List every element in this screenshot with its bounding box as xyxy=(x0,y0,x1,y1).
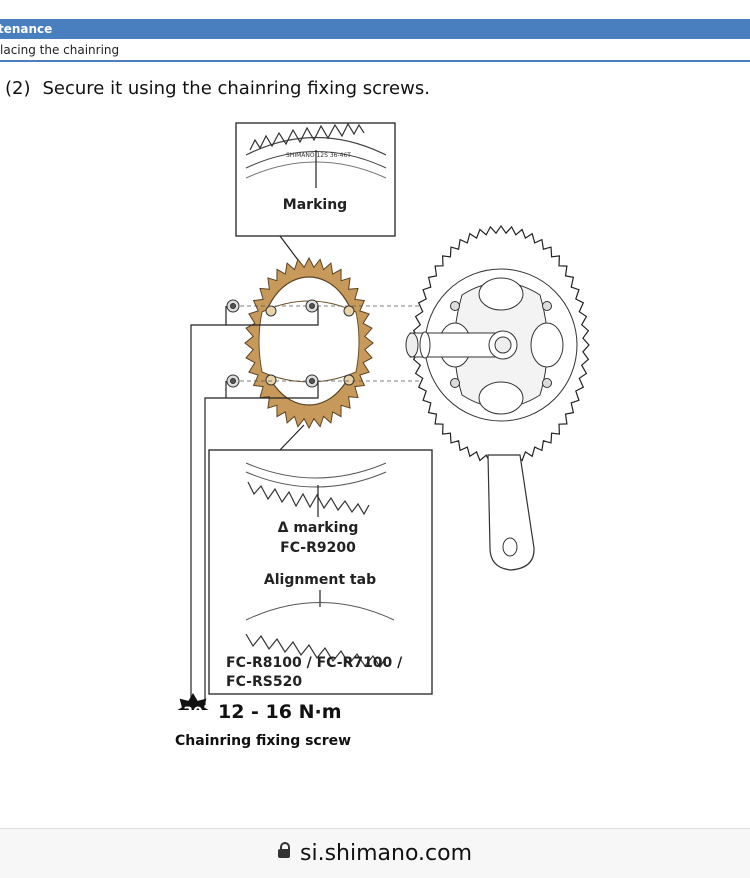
torque-value: 12 - 16 N·m xyxy=(218,701,342,723)
models-line-2: FC-RS520 xyxy=(226,674,302,690)
section-title: tenance xyxy=(0,22,53,36)
alignment-callout: Δ marking FC-R9200 Alignment tab FC-R810… xyxy=(208,424,433,695)
models-line-1: FC-R8100 / FC-R7100 / xyxy=(226,655,403,671)
alignment-tab-label: Alignment tab xyxy=(264,572,376,588)
leader-lines xyxy=(190,306,319,705)
crankset xyxy=(405,224,590,571)
lock-icon xyxy=(278,842,290,858)
marking-label: Marking xyxy=(283,197,347,213)
step-instruction: (2) Secure it using the chainring fixing … xyxy=(5,78,430,99)
chainring-diagram: SHIMANO 12S 36-46T Marking xyxy=(177,122,590,710)
svg-text:SHIMANO 12S 36-46T: SHIMANO 12S 36-46T xyxy=(286,152,351,159)
torque-badge: 30 xyxy=(177,693,209,710)
document-page: tenance lacing the chainring (2) Secure i… xyxy=(0,19,750,749)
subsection-title: lacing the chainring xyxy=(0,43,120,57)
header-divider xyxy=(0,60,750,62)
url-text[interactable]: si.shimano.com xyxy=(300,841,472,866)
address-bar[interactable]: si.shimano.com xyxy=(0,841,750,866)
marking-callout: SHIMANO 12S 36-46T Marking xyxy=(235,122,396,269)
delta-model-label: FC-R9200 xyxy=(280,540,356,556)
step-number: (2) xyxy=(5,78,31,99)
browser-bottom-bar: si.shimano.com xyxy=(0,828,750,878)
section-header: tenance xyxy=(0,19,750,39)
screw-name-label: Chainring fixing screw xyxy=(175,733,352,749)
step-text: Secure it using the chainring fixing scr… xyxy=(42,78,430,99)
delta-marking-label: Δ marking xyxy=(278,520,359,536)
subsection-header: lacing the chainring xyxy=(0,40,750,60)
chainring xyxy=(244,256,374,430)
torque-badge-number: 30 xyxy=(183,705,203,710)
